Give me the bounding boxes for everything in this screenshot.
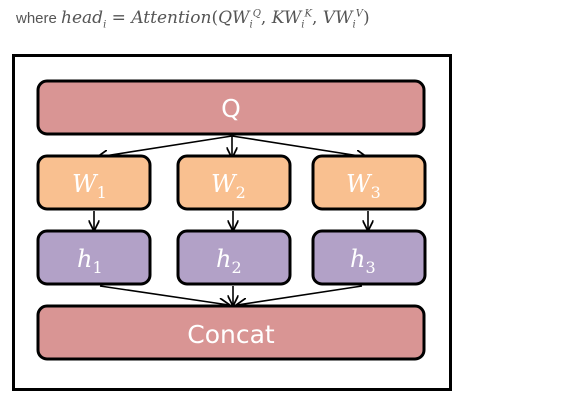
comma: , (260, 8, 272, 28)
weight-base-2: W (211, 170, 238, 198)
caption-prefix: where (16, 10, 57, 27)
weight-label-1: W1 (72, 170, 107, 202)
weight-base-3: W (346, 170, 373, 198)
weight-node-2: W2 (176, 154, 292, 211)
head-node-3: h3 (311, 229, 427, 286)
open-paren: ( (211, 8, 219, 28)
query-box (36, 79, 426, 136)
arg-v-sub: i (352, 19, 356, 31)
arrow-q-w1 (98, 135, 233, 157)
weight-node-1: W1 (36, 154, 152, 211)
arrows-h-to-concat (99, 285, 363, 305)
arg-v: VWiV (322, 8, 363, 31)
comma: , (311, 8, 323, 28)
arg-q: QWiQ (218, 8, 261, 31)
caption-formula: headi = Attention(QWiQ, KWiK, VWiV) (61, 8, 370, 31)
weight-label-2: W2 (211, 170, 246, 202)
head-box-1 (36, 229, 152, 286)
lhs-sub: i (103, 19, 107, 31)
head-sub-1: 1 (92, 258, 102, 277)
weight-node-3: W3 (311, 154, 427, 211)
attention-func: Attention (131, 8, 212, 28)
concat-node: Concat (36, 304, 426, 361)
head-base-2: h (216, 245, 231, 273)
head-base-1: h (77, 245, 92, 273)
arrow-h1-concat (99, 285, 229, 305)
concat-box (36, 304, 426, 361)
head-node-1: h1 (36, 229, 152, 286)
arg-k-base: KW (271, 8, 302, 28)
head-label-2: h2 (216, 245, 242, 277)
arrow-q-w3 (231, 135, 366, 157)
equals-sign: = (106, 8, 132, 28)
arrow-h3-concat (237, 285, 363, 305)
arg-v-base: VW (322, 8, 353, 28)
weight-box-1 (36, 154, 152, 211)
query-label: Q (221, 94, 241, 123)
weight-box-2 (176, 154, 292, 211)
head-box-2 (176, 229, 292, 286)
arg-k-sup: K (304, 8, 312, 20)
arg-q-sup: Q (252, 8, 261, 20)
lhs-base: head (61, 8, 104, 28)
arg-k-sub: i (301, 19, 305, 31)
close-paren: ) (362, 8, 370, 28)
arg-q-base: QW (218, 8, 250, 28)
arg-v-sup: V (355, 8, 363, 20)
weight-box-3 (311, 154, 427, 211)
query-node: Q (36, 79, 426, 136)
arg-k: KWiK (271, 8, 312, 31)
formula-caption: where headi = Attention(QWiQ, KWiK, VWiV… (16, 8, 370, 30)
head-label-3: h3 (350, 245, 376, 277)
arrows-q-to-w (98, 135, 366, 157)
head-label-1: h1 (77, 245, 103, 277)
weight-sub-2: 2 (236, 183, 246, 202)
head-sub-3: 3 (365, 258, 375, 277)
head-base-3: h (350, 245, 365, 273)
arg-q-sub: i (249, 19, 253, 31)
weight-sub-1: 1 (97, 183, 107, 202)
arrows-w-to-h (94, 211, 368, 230)
concat-label: Concat (187, 320, 275, 349)
head-box-3 (311, 229, 427, 286)
weight-sub-3: 3 (371, 183, 381, 202)
weight-label-3: W3 (346, 170, 381, 202)
head-node-2: h2 (176, 229, 292, 286)
head-sub-2: 2 (231, 258, 241, 277)
weight-base-1: W (72, 170, 99, 198)
